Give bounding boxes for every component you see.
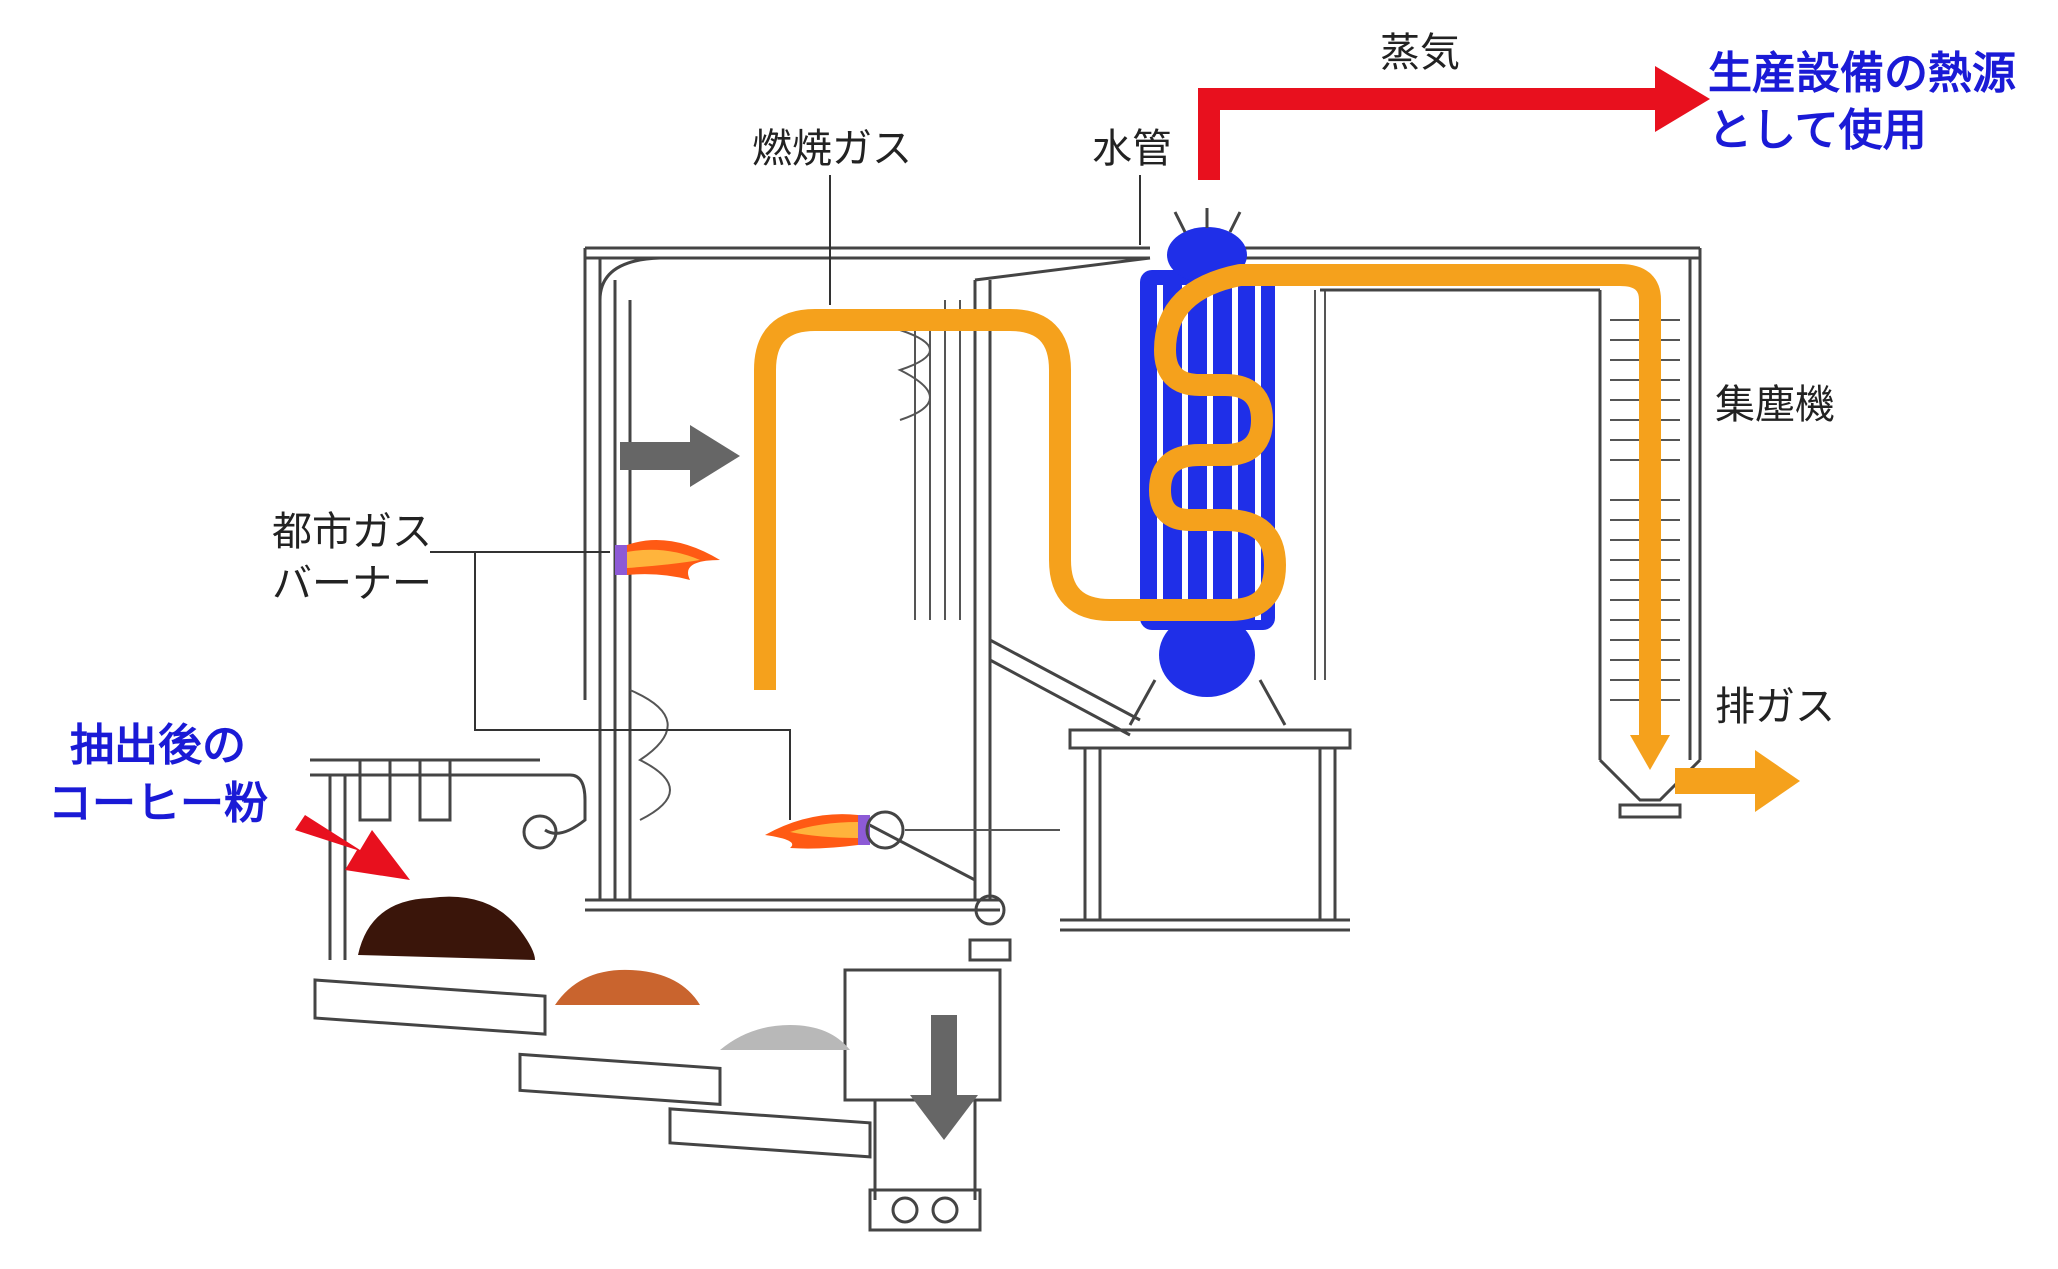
- mud-drum: [1159, 613, 1255, 697]
- dust-collector-label: 集塵機: [1715, 382, 1835, 428]
- burner-flame-icon: [615, 540, 720, 580]
- leader-lines: [430, 175, 1141, 820]
- exhaust-label: 排ガス: [1715, 684, 1835, 730]
- lower-burner-flame-icon: [765, 810, 1060, 850]
- ash-pile: [720, 1025, 850, 1050]
- steam-label: 蒸気: [1380, 30, 1460, 76]
- exhaust-arrow: [1675, 750, 1800, 812]
- burner-label-line1: 都市ガス: [272, 509, 432, 555]
- boiler-frame: [310, 246, 1702, 1232]
- combustion-gas-label: 燃焼ガス: [752, 126, 912, 172]
- stoker-grates: [313, 978, 872, 1159]
- coffee-label-line2: コーヒー粉: [48, 778, 268, 829]
- coffee-input-arrow: [295, 815, 410, 880]
- water-tube-label: 水管: [1092, 126, 1172, 172]
- tube-bank-hatching: [914, 290, 1326, 680]
- flow-arrow-icon: [620, 425, 740, 487]
- ash-down-arrow-icon: [910, 1015, 978, 1140]
- exhaust-gas-arrowhead-down: [1630, 735, 1670, 770]
- burner-label-line2: バーナー: [272, 561, 432, 607]
- use-label-line1: 生産設備の熱源: [1708, 48, 2016, 99]
- coffee-grounds-pile-fresh: [358, 896, 535, 960]
- use-label-line2: として使用: [1708, 105, 1927, 156]
- coffee-label-line1: 抽出後の: [70, 720, 246, 771]
- steam-arrow: [1198, 66, 1710, 180]
- coffee-grounds-pile-burning: [555, 969, 700, 1005]
- combustion-gas-path: [754, 264, 1661, 740]
